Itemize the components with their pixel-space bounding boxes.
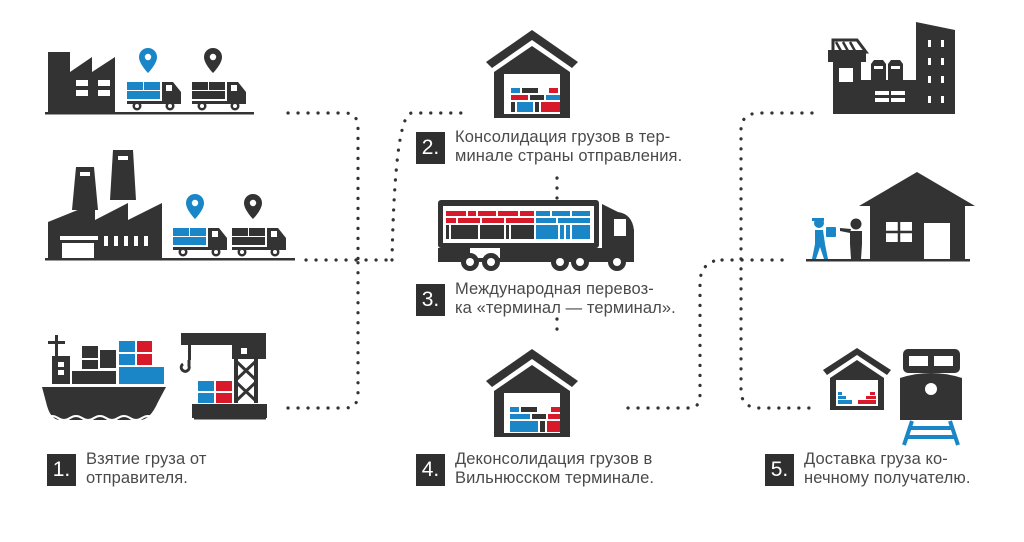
ground-line xyxy=(45,258,295,261)
factory-icon xyxy=(48,52,115,112)
connector-to-consolidation xyxy=(390,111,472,262)
courier-icon xyxy=(812,218,836,259)
cargo-ship-icon xyxy=(42,335,167,421)
location-pin-icon xyxy=(139,48,157,73)
train-icon xyxy=(900,349,962,446)
recipient-icon xyxy=(840,218,862,259)
ground-line xyxy=(806,259,970,262)
step-line: Консолидация грузов в тер- xyxy=(455,128,671,146)
step-line: Взятие груза от xyxy=(86,450,207,468)
industrial-plant-icon xyxy=(48,150,162,258)
cargo-truck-icon xyxy=(232,228,286,257)
cargo-truck-icon xyxy=(192,82,246,111)
step-line: отправителя. xyxy=(86,469,188,487)
step-4: 4. Деконсолидация грузов в Вильнюсском т… xyxy=(416,450,654,488)
connector-deconsolidation-out xyxy=(626,258,720,410)
step-description: Взятие груза от отправителя. xyxy=(86,450,207,488)
location-pin-icon xyxy=(186,194,204,219)
step-number: 4. xyxy=(416,454,445,486)
step-1: 1. Взятие груза от отправителя. xyxy=(47,450,207,488)
step-number: 3. xyxy=(416,284,445,316)
warehouse-icon xyxy=(823,348,891,410)
step-3: 3. Международная перевоз- ка «терминал —… xyxy=(416,280,676,318)
factory-building-icon xyxy=(828,22,955,114)
location-pin-icon xyxy=(204,48,222,73)
step-description: Консолидация грузов в тер- минале страны… xyxy=(455,128,682,166)
step-number: 2. xyxy=(416,132,445,164)
step-line: Вильнюсском терминале. xyxy=(455,469,655,487)
connector-origin-bottom xyxy=(286,258,360,410)
cargo-truck-icon xyxy=(127,82,181,111)
step-line: Доставка груза ко- xyxy=(804,450,948,468)
warehouse-icon xyxy=(486,30,578,118)
step-line: минале страны отправления. xyxy=(455,147,683,165)
step-description: Деконсолидация грузов в Вильнюсском терм… xyxy=(455,450,654,488)
house-icon xyxy=(859,172,975,261)
step-number: 5. xyxy=(765,454,794,486)
step-description: Международная перевоз- ка «терминал — те… xyxy=(455,280,676,318)
cargo-truck-icon xyxy=(173,228,227,257)
ground-line xyxy=(45,112,254,115)
step-line: Международная перевоз- xyxy=(455,280,654,298)
step-2: 2. Консолидация грузов в тер- минале стр… xyxy=(416,128,682,166)
step-line: нечному получателю. xyxy=(804,469,971,487)
step-line: Деконсолидация грузов в xyxy=(455,450,653,468)
step-5: 5. Доставка груза ко- нечному получателю… xyxy=(765,450,971,488)
port-crane-icon xyxy=(179,333,267,420)
connector-lines xyxy=(286,111,814,410)
warehouse-icon xyxy=(486,349,578,437)
location-pin-icon xyxy=(244,194,262,219)
step-description: Доставка груза ко- нечному получателю. xyxy=(804,450,971,488)
connector-origin-top xyxy=(286,111,360,262)
semi-truck-icon xyxy=(438,200,634,271)
step-line: ка «терминал — терминал». xyxy=(455,299,676,317)
step-number: 1. xyxy=(47,454,76,486)
